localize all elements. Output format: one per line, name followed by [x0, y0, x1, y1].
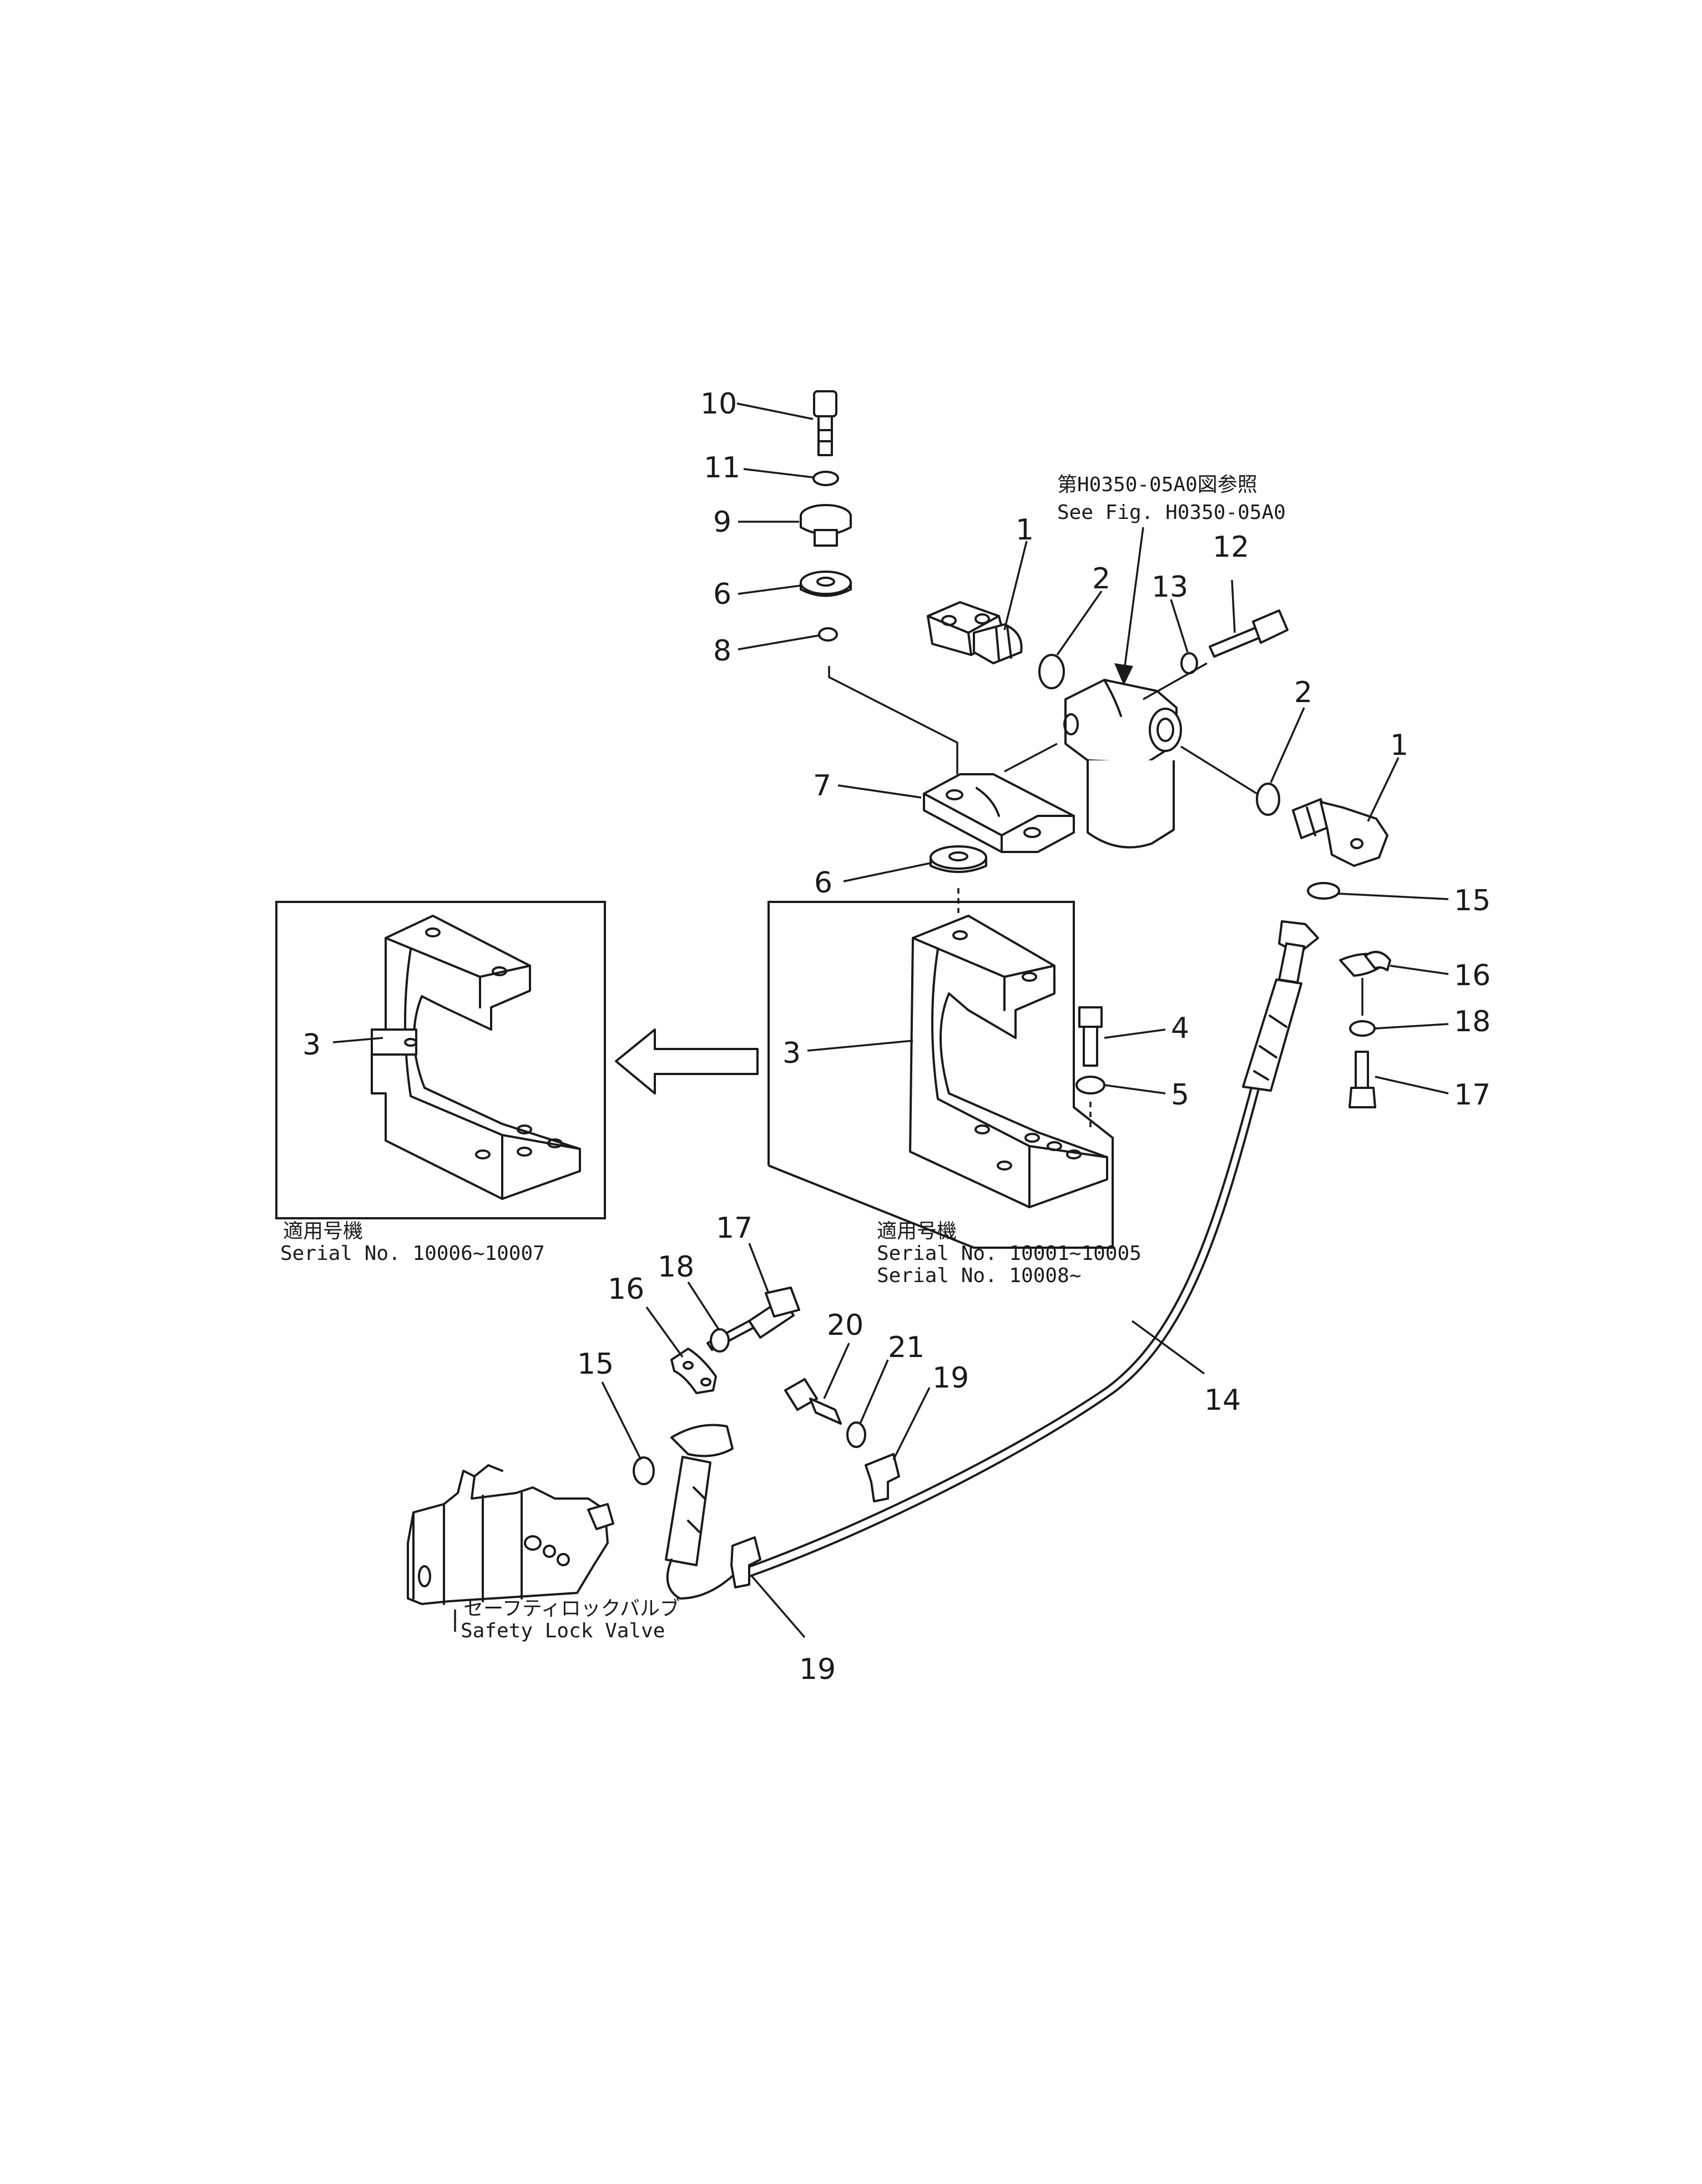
- callout-5: 5: [1171, 1078, 1189, 1112]
- callout-16-lower: 16: [608, 1273, 644, 1306]
- bolt-10: [813, 390, 837, 456]
- bolt-20: [784, 1378, 842, 1425]
- clamp-16-lower: [670, 1348, 717, 1394]
- callout-14: 14: [1204, 1384, 1241, 1417]
- callout-10: 10: [700, 387, 737, 421]
- callout-9: 9: [713, 506, 731, 539]
- callout-7: 7: [813, 769, 831, 803]
- cushion-6-lower: [930, 845, 987, 873]
- washer-21: [846, 1421, 866, 1448]
- callout-18-lower: 18: [658, 1250, 694, 1284]
- notes: 第H0350-05A0図参照 See Fig. H0350-05A0 適用号機 …: [280, 473, 1286, 1642]
- callout-19-upper: 19: [932, 1361, 969, 1395]
- clamp-16-right: [1339, 951, 1391, 977]
- callout-6-top: 6: [713, 578, 731, 611]
- bolt-17-lower: [706, 1287, 800, 1351]
- callout-13: 13: [1151, 571, 1188, 604]
- oring-2-lower: [1256, 783, 1280, 816]
- frame-left-box: [275, 901, 606, 1219]
- cap-9: [800, 504, 852, 547]
- washer-18-right: [1349, 1020, 1376, 1037]
- oring-15-lower: [633, 1456, 655, 1485]
- clip-19-lower: [730, 1536, 761, 1588]
- bracket-3-right: [909, 915, 1108, 1208]
- callout-17-lower: 17: [716, 1212, 752, 1245]
- oring-15-right: [1307, 882, 1340, 900]
- callout-17-right: 17: [1454, 1078, 1491, 1112]
- washer-18-lower: [710, 1328, 730, 1353]
- fitting-1-upper: [927, 601, 1023, 664]
- hose-14-lower-end: [665, 1424, 739, 1600]
- bolt-17-right: [1349, 1051, 1376, 1108]
- oring-2-upper: [1038, 654, 1065, 689]
- bracket-3-left: [371, 915, 581, 1200]
- callout-4: 4: [1171, 1012, 1189, 1045]
- callout-2-upper: 2: [1092, 562, 1110, 596]
- hose-14: [737, 920, 1319, 1578]
- callout-3-left: 3: [302, 1028, 321, 1062]
- callout-18-right: 18: [1454, 1005, 1491, 1038]
- callout-12: 12: [1213, 531, 1249, 564]
- oring-8: [818, 627, 838, 642]
- frame-right-box: [767, 901, 1114, 1249]
- valve-label-en: Safety Lock Valve: [461, 1620, 665, 1642]
- bolt-12: [1209, 609, 1289, 658]
- callout-labels: 10 11 9 6 8 7 6 1 2 13 12 2 1 15 16 18 1…: [302, 387, 1491, 1686]
- callout-8: 8: [713, 634, 731, 668]
- fitting-1-lower: [1292, 798, 1388, 867]
- see-fig-en: See Fig. H0350-05A0: [1057, 501, 1286, 524]
- safety-lock-valve: [407, 1464, 614, 1605]
- leader-lines: [332, 402, 1449, 1638]
- callout-15-lower: 15: [577, 1348, 614, 1381]
- see-fig-jp: 第H0350-05A0図参照: [1057, 473, 1257, 496]
- callout-21: 21: [888, 1331, 925, 1364]
- left-box-applicable-jp: 適用号機: [283, 1220, 363, 1243]
- callout-3-right: 3: [782, 1037, 801, 1070]
- right-box-applicable-jp: 適用号機: [877, 1220, 957, 1243]
- arrow-left: [615, 1028, 759, 1094]
- right-box-serial-2: Serial No. 10008~: [877, 1264, 1081, 1287]
- callout-11: 11: [704, 451, 740, 485]
- washer-5: [1075, 1076, 1105, 1094]
- bracket-7: [923, 773, 1075, 853]
- washer-11: [812, 471, 839, 486]
- callout-1-lower: 1: [1390, 729, 1408, 762]
- bolt-4: [1078, 1006, 1103, 1067]
- callout-6-lower: 6: [814, 866, 832, 900]
- callout-16-right: 16: [1454, 959, 1491, 992]
- callout-1-upper: 1: [1016, 513, 1034, 547]
- reference-arrow: [1114, 527, 1144, 685]
- filter-assembly: [1063, 679, 1182, 849]
- callout-20: 20: [827, 1309, 863, 1342]
- clip-19-upper: [865, 1453, 900, 1502]
- callout-15-right: 15: [1454, 884, 1491, 917]
- right-box-serial-1: Serial No. 10001~10005: [877, 1242, 1142, 1265]
- callout-2-lower: 2: [1294, 676, 1312, 709]
- callout-19-lower: 19: [799, 1653, 836, 1686]
- left-box-serial: Serial No. 10006~10007: [280, 1242, 545, 1265]
- valve-label-jp: セーフティロックバルブ: [463, 1597, 680, 1620]
- cushion-6-top: [800, 571, 852, 597]
